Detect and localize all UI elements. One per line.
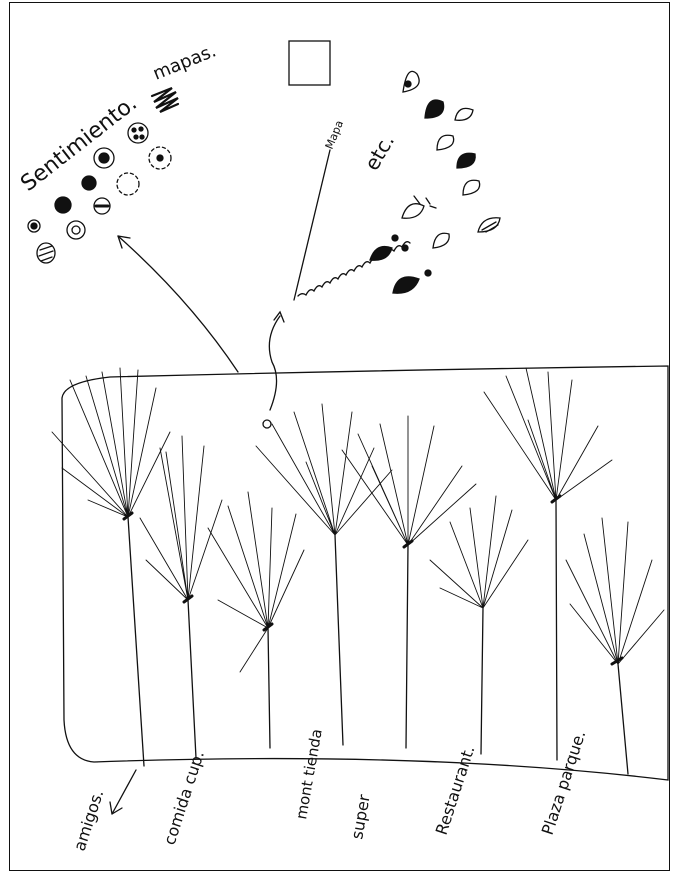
scribble-mark <box>150 86 180 114</box>
arrow-to-mapa <box>268 315 281 411</box>
square-sketch <box>288 40 331 86</box>
mapa-pointer-line <box>293 149 331 301</box>
arrow-head-sentimiento <box>117 235 131 249</box>
sentimiento-symbols <box>27 122 172 264</box>
map-panel <box>61 365 669 781</box>
flower-stems <box>127 499 629 775</box>
flower-heads <box>51 367 665 673</box>
arrow-to-sentimiento <box>117 235 239 373</box>
page-border <box>9 2 670 871</box>
pin-marker <box>262 419 272 429</box>
arrow-head-mapa <box>273 310 285 323</box>
etc-symbols <box>369 70 501 294</box>
arrow-head-amigos <box>109 801 123 815</box>
arrow-amigos <box>111 769 137 815</box>
